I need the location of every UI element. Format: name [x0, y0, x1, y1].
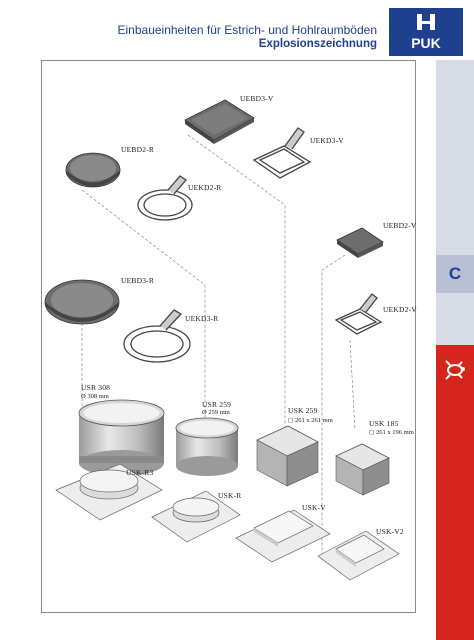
part-usk-v: [235, 509, 331, 563]
part-uebd2-r: [65, 152, 121, 188]
dim-usr259: Ø 259 mm: [202, 409, 230, 416]
part-uekd3-r: [123, 309, 191, 363]
side-tab-red: [436, 345, 474, 640]
part-usr259: [175, 417, 239, 476]
label-uebd2-v: UEBD2-V: [383, 221, 417, 230]
part-uekd3-v: [252, 127, 312, 179]
label-uekd2-r: UEKD2-R: [188, 183, 222, 192]
dim-usk185: ◻ 261 x 196 mm: [369, 429, 414, 436]
label-usk-v: USK-V: [302, 503, 326, 512]
page-subtitle: Explosionszeichnung: [258, 38, 377, 50]
part-usk185: [335, 443, 390, 496]
page-title: Einbaueinheiten für Estrich- und Hohlrau…: [117, 23, 378, 37]
part-uekd2-v: [334, 293, 383, 335]
label-usk185: USK 185: [369, 419, 399, 428]
chapter-letter: C: [448, 264, 462, 283]
chapter-tab[interactable]: C: [436, 255, 474, 293]
label-usr308: USR 308: [81, 383, 111, 392]
part-usr308: [78, 399, 165, 476]
part-usk-r3: [55, 463, 163, 521]
dim-usr308: Ø 308 mm: [81, 393, 109, 400]
label-usr259: USR 259: [202, 400, 232, 409]
part-uebd3-r: [44, 279, 120, 325]
label-usk-v2: USK-V2: [376, 527, 404, 536]
part-usk-v2: [317, 530, 400, 581]
logo-text: PUK: [411, 35, 441, 51]
label-uekd3-v: UEKD3-V: [310, 136, 344, 145]
part-usk259: [256, 425, 319, 487]
guide-lines: [81, 134, 356, 560]
label-uebd3-r: UEBD3-R: [121, 276, 155, 285]
label-uekd3-r: UEKD3-R: [185, 314, 219, 323]
part-uebd2-v: [336, 227, 384, 258]
part-usk-r: [151, 490, 241, 543]
part-uekd2-r: [137, 175, 193, 221]
part-uebd3-v: [184, 99, 255, 144]
label-usk-r3: USK-R3: [126, 468, 154, 477]
label-usk-r: USK-R: [218, 491, 242, 500]
label-uebd2-r: UEBD2-R: [121, 145, 155, 154]
sea-turtle-icon: [445, 360, 465, 380]
label-usk259: USK 259: [288, 406, 318, 415]
label-uekd2-v: UEKD2-V: [383, 305, 417, 314]
label-uebd3-v: UEBD3-V: [240, 94, 274, 103]
dim-usk259: ◻ 261 x 261 mm: [288, 417, 333, 424]
puk-logo: PUK: [389, 8, 463, 56]
